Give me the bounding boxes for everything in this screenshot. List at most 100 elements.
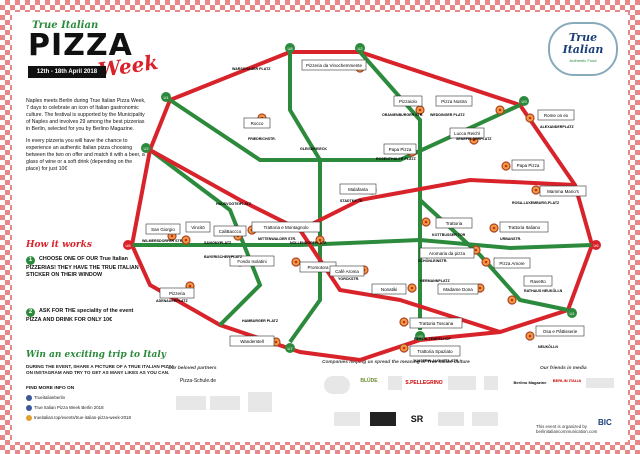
pizzeria-name: Pizza Amore xyxy=(499,261,525,266)
pizzeria-name: Mamma Mario's xyxy=(547,189,580,194)
pizza-topping-dot xyxy=(410,286,414,290)
pizzeria-name: Rome on ex xyxy=(544,113,569,118)
pizza-topping-dot xyxy=(418,108,422,112)
line-badge xyxy=(161,92,171,102)
pizzeria-tag[interactable]: Malafanta xyxy=(339,183,377,195)
line-badge-label: U1 xyxy=(569,311,575,316)
line-badge-label: U7 xyxy=(287,346,293,351)
pizzeria-tag[interactable]: Rome on ex xyxy=(537,109,575,121)
pizza-topping-dot xyxy=(478,286,482,290)
pizzeria-tag[interactable]: Trattoria Spaziato xyxy=(409,345,461,357)
station-label: URBANSTR. xyxy=(500,237,521,241)
step-2-number: 2 xyxy=(26,308,35,317)
pizzeria-name: Trattoria e Montagnolo xyxy=(263,225,309,230)
line-badge-label: U5 xyxy=(417,334,423,339)
pizzeria-tag[interactable]: Papa Pizza xyxy=(511,159,545,171)
pizzeria-tag[interactable]: San Giorgio xyxy=(145,223,181,235)
facebook-link[interactable]: Trueitalianberlin xyxy=(34,395,66,400)
pizzeria-tag[interactable]: Pizzeria da Vinochemmente xyxy=(301,59,367,71)
pizzeria-tag[interactable]: CaliBaccco xyxy=(213,225,247,237)
pizzeria-tag[interactable]: Café Aroma xyxy=(329,265,365,277)
station-label: SCHÖNLEINSTR. xyxy=(418,258,447,263)
pizza-topping-dot xyxy=(402,320,406,324)
red-line-central xyxy=(149,148,576,233)
true-italian-logo: True Italian Authentic Food xyxy=(548,22,618,76)
pizza-topping-dot xyxy=(188,284,192,288)
pizzeria-tag[interactable]: Trattoria xyxy=(435,217,473,229)
line-badge-label: U1 xyxy=(163,95,169,100)
station-label: HAMBURGER PLATZ xyxy=(242,319,279,323)
green-line-north-south xyxy=(288,52,322,344)
pizza-topping-dot xyxy=(318,238,322,242)
pizza-stops xyxy=(167,63,541,353)
how-it-works-title: How it works xyxy=(26,240,92,250)
partners-heading: Our beloved partners xyxy=(168,366,217,371)
pizzeria-name: Trattoria Italiano xyxy=(508,225,541,230)
pizzeria-tag[interactable]: Pizza Nostra xyxy=(435,95,473,107)
website-link[interactable]: trueitalian.top/events/true-italian-pizz… xyxy=(34,415,131,420)
company-logo-placeholder xyxy=(370,412,396,426)
pizzeria-tag[interactable]: Pizzeria xyxy=(159,287,195,299)
step-1-text: CHOOSE ONE OF OUR True Italian PIZZERIAS… xyxy=(26,256,139,278)
logo-tagline: Authentic Food xyxy=(569,58,597,63)
pizzeria-tag[interactable]: Rocco xyxy=(243,117,271,129)
step-2-text: ASK FOR THE speciality of the event PIZZ… xyxy=(26,308,134,323)
line-badge xyxy=(519,96,529,106)
station-label: ALEXANDERPLATZ xyxy=(540,125,574,129)
company-logo-placeholder xyxy=(472,412,498,426)
station-label: ROSENTHALER PLATZ xyxy=(376,157,416,161)
pizzeria-tag[interactable]: Wanderstell xyxy=(229,335,275,347)
pizzeria-tag[interactable]: Aromaria da pizza xyxy=(419,247,475,259)
pizzeria-name: CaliBaccco xyxy=(219,229,242,234)
line-badge xyxy=(591,240,601,250)
pizzeria-tag[interactable]: Nonatiki xyxy=(371,283,407,295)
pizzeria-tag[interactable]: Papa Pizza xyxy=(383,143,417,155)
station-label: RATHAUS NEUKÖLLN xyxy=(524,288,563,293)
pizzeria-tag[interactable]: Osa e Pâttisserie xyxy=(535,325,585,337)
intro-paragraph-2: In every pizzeria you will have the chan… xyxy=(26,138,145,172)
pizzeria-name: Papa Pizza xyxy=(517,163,540,168)
pizzeria-tag[interactable]: Vincitö xyxy=(185,221,211,233)
line-badge xyxy=(285,343,295,353)
partner-logo-placeholder xyxy=(210,396,240,410)
station-label: KAISERIN-AUGUSTA-STR. xyxy=(414,359,459,363)
pizza-topping-dot xyxy=(528,334,532,338)
pizzeria-tag[interactable]: Madame Dona xyxy=(437,283,479,295)
pizzeria-tag[interactable]: Pizza Amore xyxy=(493,257,531,269)
station-label: SAVIGNYPLATZ xyxy=(204,241,232,245)
intro-paragraph-1: Naples meets Berlin during True Italian … xyxy=(26,98,146,132)
line-badge xyxy=(415,331,425,341)
station-label: WARSCHAUER PLATZ xyxy=(232,67,271,71)
pizzeria-tag[interactable]: Trattoria e Montagnolo xyxy=(251,221,321,233)
station-label: NOLLENDORFPLATZ xyxy=(290,241,327,245)
pizzeria-tags: Pizzeria da Vinochemmente Rocco Pizzaiol… xyxy=(145,59,587,357)
pizzeria-tag[interactable]: Lucca Reichl xyxy=(449,127,485,139)
facebook-event-link[interactable]: True Italian Pizza Week Berlin 2018 xyxy=(34,405,104,410)
green-line-south xyxy=(358,50,422,330)
station-label: STADTMITTE xyxy=(340,199,363,203)
pizza-topping-dot xyxy=(170,234,174,238)
green-line-east-west xyxy=(132,237,593,251)
line-badge xyxy=(285,43,295,53)
pizzeria-tag[interactable]: Ravetto xyxy=(523,275,553,287)
title-true-italian: True Italian xyxy=(32,20,99,31)
pizzeria-tag[interactable]: Fondo Isolatini xyxy=(229,255,275,267)
pizza-topping-dot xyxy=(510,298,514,302)
company-logo-placeholder xyxy=(334,412,360,426)
pizzeria-tag[interactable]: Pizzaiolo xyxy=(393,95,423,107)
line-badge-label: U2 xyxy=(143,146,149,151)
pizza-topping-dot xyxy=(184,238,188,242)
pizzeria-name: Malafanta xyxy=(348,187,368,192)
web-icon xyxy=(26,415,32,421)
pizzeria-name: Wanderstell xyxy=(240,339,264,344)
pizzeria-name: Nonatiki xyxy=(381,287,397,292)
pizza-topping-dot xyxy=(294,260,298,264)
pizzeria-tag[interactable]: Mamma Mario's xyxy=(539,185,587,197)
pizza-topping-dot xyxy=(534,188,538,192)
pizza-topping-dot xyxy=(474,248,478,252)
pizzeria-name: Trattoria Toscana xyxy=(419,321,454,326)
pizzeria-tag[interactable]: Trattoria Italiano xyxy=(499,221,549,233)
green-line-west xyxy=(148,148,263,327)
pizzeria-tag[interactable]: Trattoria Toscana xyxy=(409,317,463,329)
